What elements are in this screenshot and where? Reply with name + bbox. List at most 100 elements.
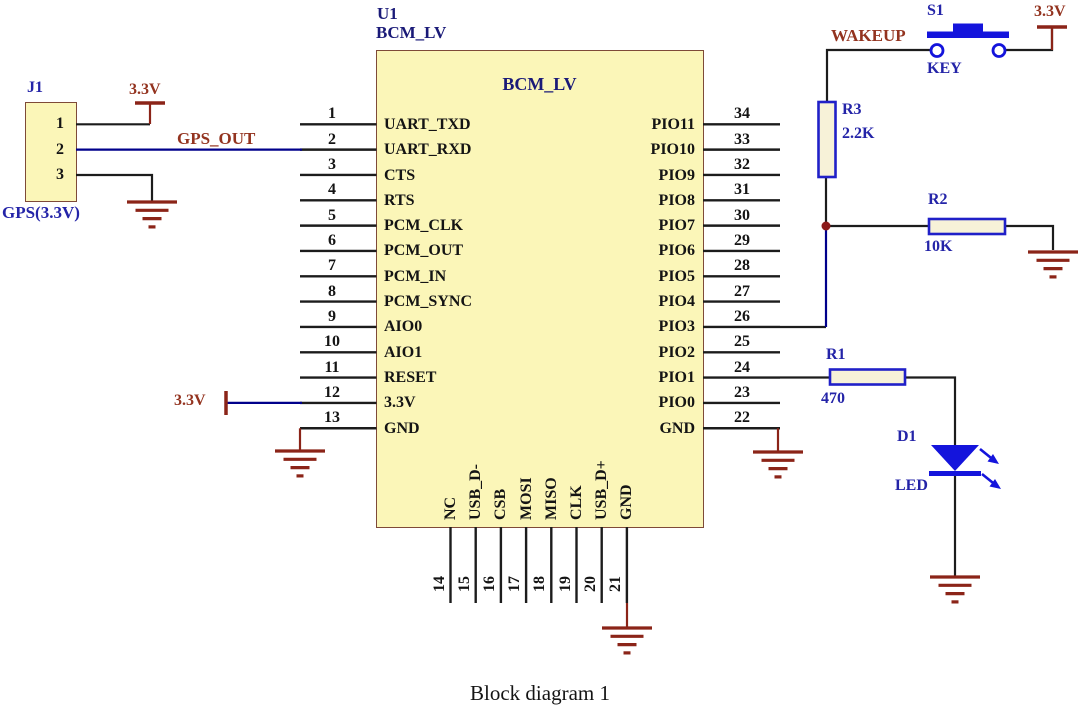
pin-number: 26 [734, 307, 750, 325]
pin-label: PIO9 [658, 166, 695, 184]
pin-label: PIO0 [658, 394, 695, 412]
net-label-wakeup: WAKEUP [831, 26, 906, 45]
pin-label: GND [659, 419, 695, 437]
connector-pin-number: 2 [56, 140, 64, 158]
power-label-s1: 3.3V [1034, 3, 1066, 20]
pin-number: 7 [328, 257, 336, 275]
chip-designator: U1 [377, 4, 398, 23]
pin-label: CLK [568, 485, 585, 520]
pin-number: 34 [734, 105, 750, 123]
pin-number: 23 [734, 383, 750, 401]
resistor-r1-value: 470 [821, 390, 845, 407]
pin-label: PIO1 [658, 369, 695, 387]
pin-number: 1 [328, 105, 336, 123]
pin-label: PCM_IN [384, 267, 447, 285]
connector-label: GPS(3.3V) [2, 203, 80, 222]
pin-label: PIO6 [658, 242, 695, 260]
switch-bar [927, 31, 1009, 38]
resistor-r1-designator: R1 [826, 346, 846, 363]
wire-switch-to-power [1005, 28, 1054, 52]
wires-blue [76, 148, 828, 404]
resistor-r2 [927, 217, 1007, 236]
pin-number: 16 [480, 576, 498, 592]
pin-label: PIO10 [650, 141, 695, 159]
connector-pin-number: 1 [56, 115, 64, 133]
chip-pin-lines [300, 123, 780, 603]
pin-number: 20 [581, 576, 599, 592]
pin-label: PCM_OUT [384, 242, 464, 260]
pin-label: UART_TXD [384, 115, 471, 133]
pin-label: PIO4 [658, 293, 695, 311]
net-label-gps-out: GPS_OUT [177, 129, 256, 148]
pin-number: 28 [734, 257, 750, 275]
pin-number: 12 [324, 383, 340, 401]
led-label: LED [895, 477, 928, 494]
switch-s1 [927, 23, 1009, 58]
chip-body-u1 [376, 50, 704, 528]
pin-number: 15 [455, 576, 473, 592]
led-d1 [929, 445, 1001, 489]
pin-number: 25 [734, 333, 750, 351]
chip-part-number: BCM_LV [376, 23, 447, 42]
chip-title: BCM_LV [502, 74, 577, 94]
pin-label: PIO7 [658, 217, 695, 235]
power-label-pin12: 3.3V [174, 392, 206, 409]
pin-number: 8 [328, 282, 336, 300]
pin-number: 4 [328, 181, 336, 199]
pin-label: PIO11 [651, 115, 695, 133]
pin-number: 22 [734, 409, 750, 427]
switch-terminal-right [991, 43, 1007, 58]
connector-designator: J1 [27, 79, 43, 96]
led-designator: D1 [897, 428, 917, 445]
pin-label: GND [384, 419, 420, 437]
pin-label: AIO1 [384, 343, 423, 361]
pin-number: 10 [324, 333, 340, 351]
pin-label: PIO8 [658, 191, 695, 209]
pin-number: 2 [328, 130, 336, 148]
pin-label: PIO3 [658, 318, 695, 336]
pin-number: 5 [328, 206, 336, 224]
pin-number: 27 [734, 282, 750, 300]
switch-designator: S1 [927, 2, 944, 19]
pin-number: 29 [734, 231, 750, 249]
pin-number: 24 [734, 358, 750, 376]
switch-button-cap [953, 23, 983, 32]
switch-terminal-left [929, 43, 945, 58]
pin-label: PIO5 [658, 267, 695, 285]
pin-number: 33 [734, 130, 750, 148]
pin-number: 32 [734, 156, 750, 173]
pin-number: 31 [734, 181, 750, 199]
pin-number: 9 [328, 307, 336, 325]
connector-pin-number: 3 [56, 166, 64, 183]
pin-number: 19 [556, 576, 574, 592]
pin-label: PCM_SYNC [384, 293, 472, 311]
pin-number: 17 [506, 576, 524, 592]
pin-number: 11 [324, 358, 340, 376]
resistor-r2-designator: R2 [928, 191, 948, 208]
pin-number: 13 [324, 409, 340, 427]
pin-label: PCM_CLK [384, 217, 464, 235]
pin-label: CSB [492, 488, 510, 520]
wire-j1p3-to-ground [76, 173, 154, 201]
pin-label: CTS [384, 166, 416, 184]
pin-label: MISO [542, 477, 560, 520]
resistors [817, 100, 1007, 386]
power-symbols [135, 25, 1067, 415]
junction-dot [821, 221, 831, 231]
switch-label: KEY [927, 60, 962, 77]
pin-label: AIO0 [384, 318, 423, 336]
pin-number: 30 [734, 206, 750, 224]
figure-caption: Block diagram 1 [470, 681, 610, 705]
wire-r1-to-led [905, 376, 957, 445]
led-triangle [931, 445, 979, 471]
resistor-r3 [817, 100, 837, 179]
pin-label: NC [442, 496, 459, 520]
pin-label: MOSI [517, 477, 535, 520]
pin-number: 14 [430, 576, 448, 592]
wire-r2-to-ground [1005, 224, 1055, 250]
ground-symbols [127, 200, 1078, 655]
pin-label: 3.3V [384, 394, 416, 412]
led-cathode-bar [929, 471, 981, 476]
